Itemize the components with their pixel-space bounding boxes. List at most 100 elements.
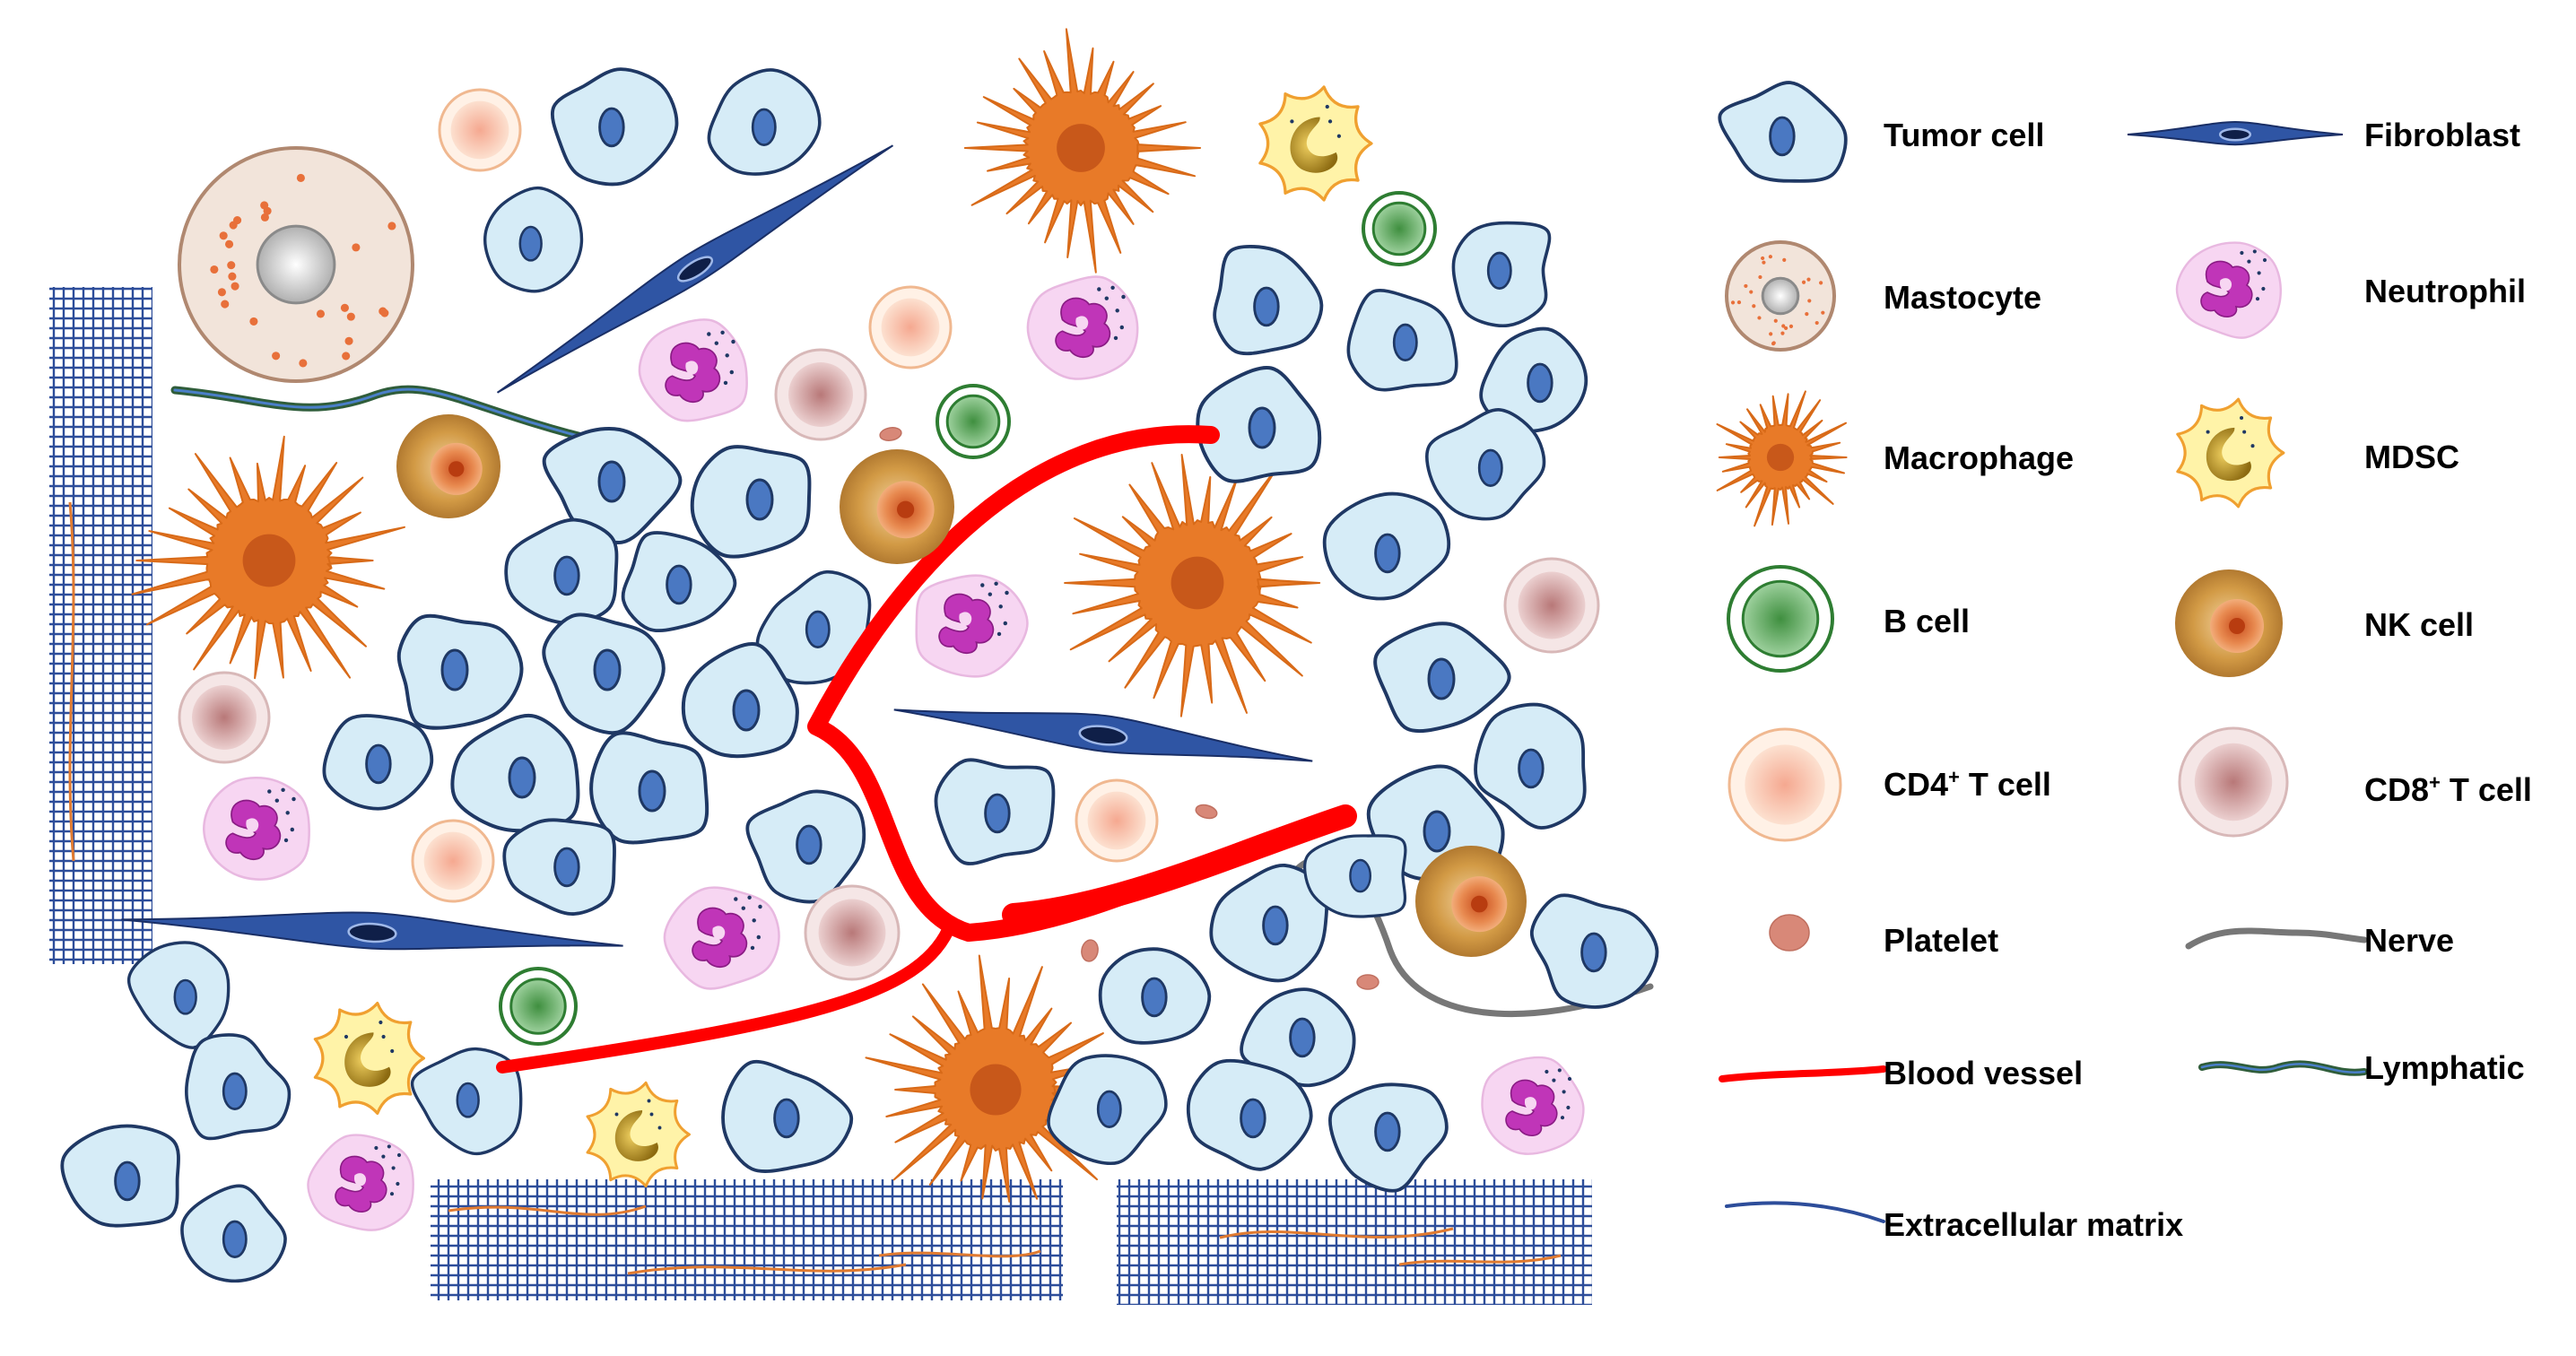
tumor-cell bbox=[707, 68, 822, 176]
macrophage bbox=[1716, 390, 1848, 527]
lymphatic-vessel-edge bbox=[173, 387, 594, 441]
cd8-t-cell bbox=[1503, 557, 1600, 654]
macrophage bbox=[1064, 454, 1321, 717]
tumor-cell bbox=[1303, 834, 1407, 918]
nk-cell bbox=[2175, 569, 2283, 677]
tumor-cell bbox=[1451, 221, 1552, 328]
neutrophil bbox=[915, 574, 1029, 678]
cd8-t-cell bbox=[178, 671, 271, 764]
tumor-cell bbox=[483, 186, 584, 293]
tumor-cell bbox=[126, 941, 231, 1049]
tumor-cell bbox=[1098, 947, 1212, 1045]
extracellular-matrix bbox=[49, 287, 152, 964]
tumor-cell bbox=[621, 531, 737, 633]
tumor-cell bbox=[1196, 365, 1322, 483]
cd4-t-cell bbox=[411, 819, 495, 903]
tumor-cell bbox=[450, 713, 580, 833]
mdsc-cell bbox=[586, 1081, 691, 1188]
extracellular-matrix bbox=[1117, 1179, 1592, 1305]
macrophage bbox=[131, 435, 405, 680]
fibroblast bbox=[893, 708, 1313, 762]
legend-label-extracellular-matrix: Extracellular matrix bbox=[1884, 1206, 2184, 1243]
b-cell bbox=[1727, 565, 1834, 673]
tumor-cell bbox=[1327, 1082, 1449, 1193]
tumor-cell bbox=[1373, 622, 1511, 734]
neutrophil bbox=[1026, 275, 1139, 380]
legend-label-cd8-t-cell: CD8+ T cell bbox=[2364, 771, 2532, 808]
neutrophil bbox=[663, 886, 780, 990]
legend-icon-lymphatic-edge bbox=[2200, 1063, 2366, 1074]
neutrophil bbox=[1481, 1056, 1585, 1155]
nk-cell bbox=[1415, 846, 1527, 957]
legend-icon-nerve bbox=[2185, 927, 2368, 950]
tumor-cell bbox=[681, 642, 799, 759]
tumor-cell bbox=[180, 1184, 287, 1283]
tumor-cell bbox=[1047, 1054, 1168, 1166]
tumor-cell bbox=[502, 818, 616, 916]
fibroblast bbox=[2127, 120, 2344, 146]
cd8-t-cell bbox=[774, 348, 867, 441]
tumor-cell bbox=[542, 426, 683, 544]
cd4-t-cell bbox=[438, 88, 522, 172]
legend-label-mastocyte: Mastocyte bbox=[1884, 279, 2042, 316]
platelet bbox=[1769, 914, 1810, 952]
cd4-t-cell bbox=[1075, 778, 1159, 863]
legend-label-fibroblast: Fibroblast bbox=[2364, 117, 2521, 153]
legend-label-macrophage: Macrophage bbox=[1884, 439, 2075, 476]
legend-label-platelet: Platelet bbox=[1884, 922, 1999, 959]
tumor-cell bbox=[60, 1124, 180, 1228]
tumor-cell bbox=[396, 613, 524, 730]
tumor-cell bbox=[934, 758, 1056, 865]
legend-label-mdsc: MDSC bbox=[2364, 439, 2459, 475]
macrophage bbox=[963, 28, 1202, 274]
fibroblast bbox=[121, 911, 623, 951]
platelet bbox=[1081, 939, 1099, 962]
tumor-cell bbox=[745, 789, 866, 904]
legend-label-cd4-t-cell: CD4+ T cell bbox=[1884, 766, 2051, 803]
macrophage bbox=[865, 954, 1126, 1203]
blood-vessel-branch bbox=[496, 917, 957, 1074]
neutrophil bbox=[638, 318, 748, 422]
cd8-t-cell bbox=[2178, 726, 2289, 838]
nk-cell bbox=[840, 449, 954, 564]
cd4-t-cell bbox=[1727, 727, 1842, 842]
mdsc-cell bbox=[2176, 397, 2285, 508]
tumor-cell bbox=[410, 1047, 523, 1156]
extracellular-matrix bbox=[431, 1179, 1063, 1300]
legend-label-nk-cell: NK cell bbox=[2364, 606, 2475, 643]
tumor-cell bbox=[1718, 81, 1848, 183]
platelet bbox=[879, 427, 902, 441]
legend-label-blood-vessel: Blood vessel bbox=[1884, 1055, 2084, 1091]
tumor-cell bbox=[1213, 245, 1324, 356]
mastocyte bbox=[178, 146, 414, 383]
tumor-cell bbox=[721, 1059, 853, 1173]
cd4-t-cell bbox=[868, 285, 953, 369]
legend-label-lymphatic: Lymphatic bbox=[2364, 1049, 2525, 1086]
mastocyte bbox=[1725, 240, 1836, 352]
lymphatic-vessel bbox=[170, 385, 596, 444]
mdsc-cell bbox=[313, 1001, 426, 1116]
mdsc-cell bbox=[1258, 85, 1373, 202]
tumor-cell bbox=[1240, 987, 1356, 1088]
blood-vessel-trunk bbox=[1002, 804, 1357, 926]
legend-label-neutrophil: Neutrophil bbox=[2364, 273, 2526, 309]
legend-label-b-cell: B cell bbox=[1884, 603, 1971, 639]
tumor-cell bbox=[550, 67, 679, 187]
tumor-cell bbox=[589, 731, 709, 845]
tumor-cell bbox=[1479, 326, 1588, 433]
tumor-cell bbox=[1425, 408, 1546, 521]
tumor-cell bbox=[1346, 289, 1458, 392]
tumor-cell bbox=[1322, 491, 1450, 601]
legend-icons bbox=[1716, 81, 2368, 1223]
tumor-cell bbox=[1529, 893, 1659, 1009]
cd8-t-cell bbox=[804, 884, 901, 981]
legend-icon-extracellular-matrix bbox=[1725, 1201, 1885, 1223]
neutrophil bbox=[203, 776, 310, 881]
tumor-cell bbox=[322, 714, 434, 811]
platelet bbox=[1195, 804, 1218, 820]
tumor-cell bbox=[542, 613, 666, 735]
b-cell bbox=[936, 384, 1011, 459]
tumor-cell bbox=[504, 517, 619, 625]
tumor-cell bbox=[690, 445, 812, 559]
